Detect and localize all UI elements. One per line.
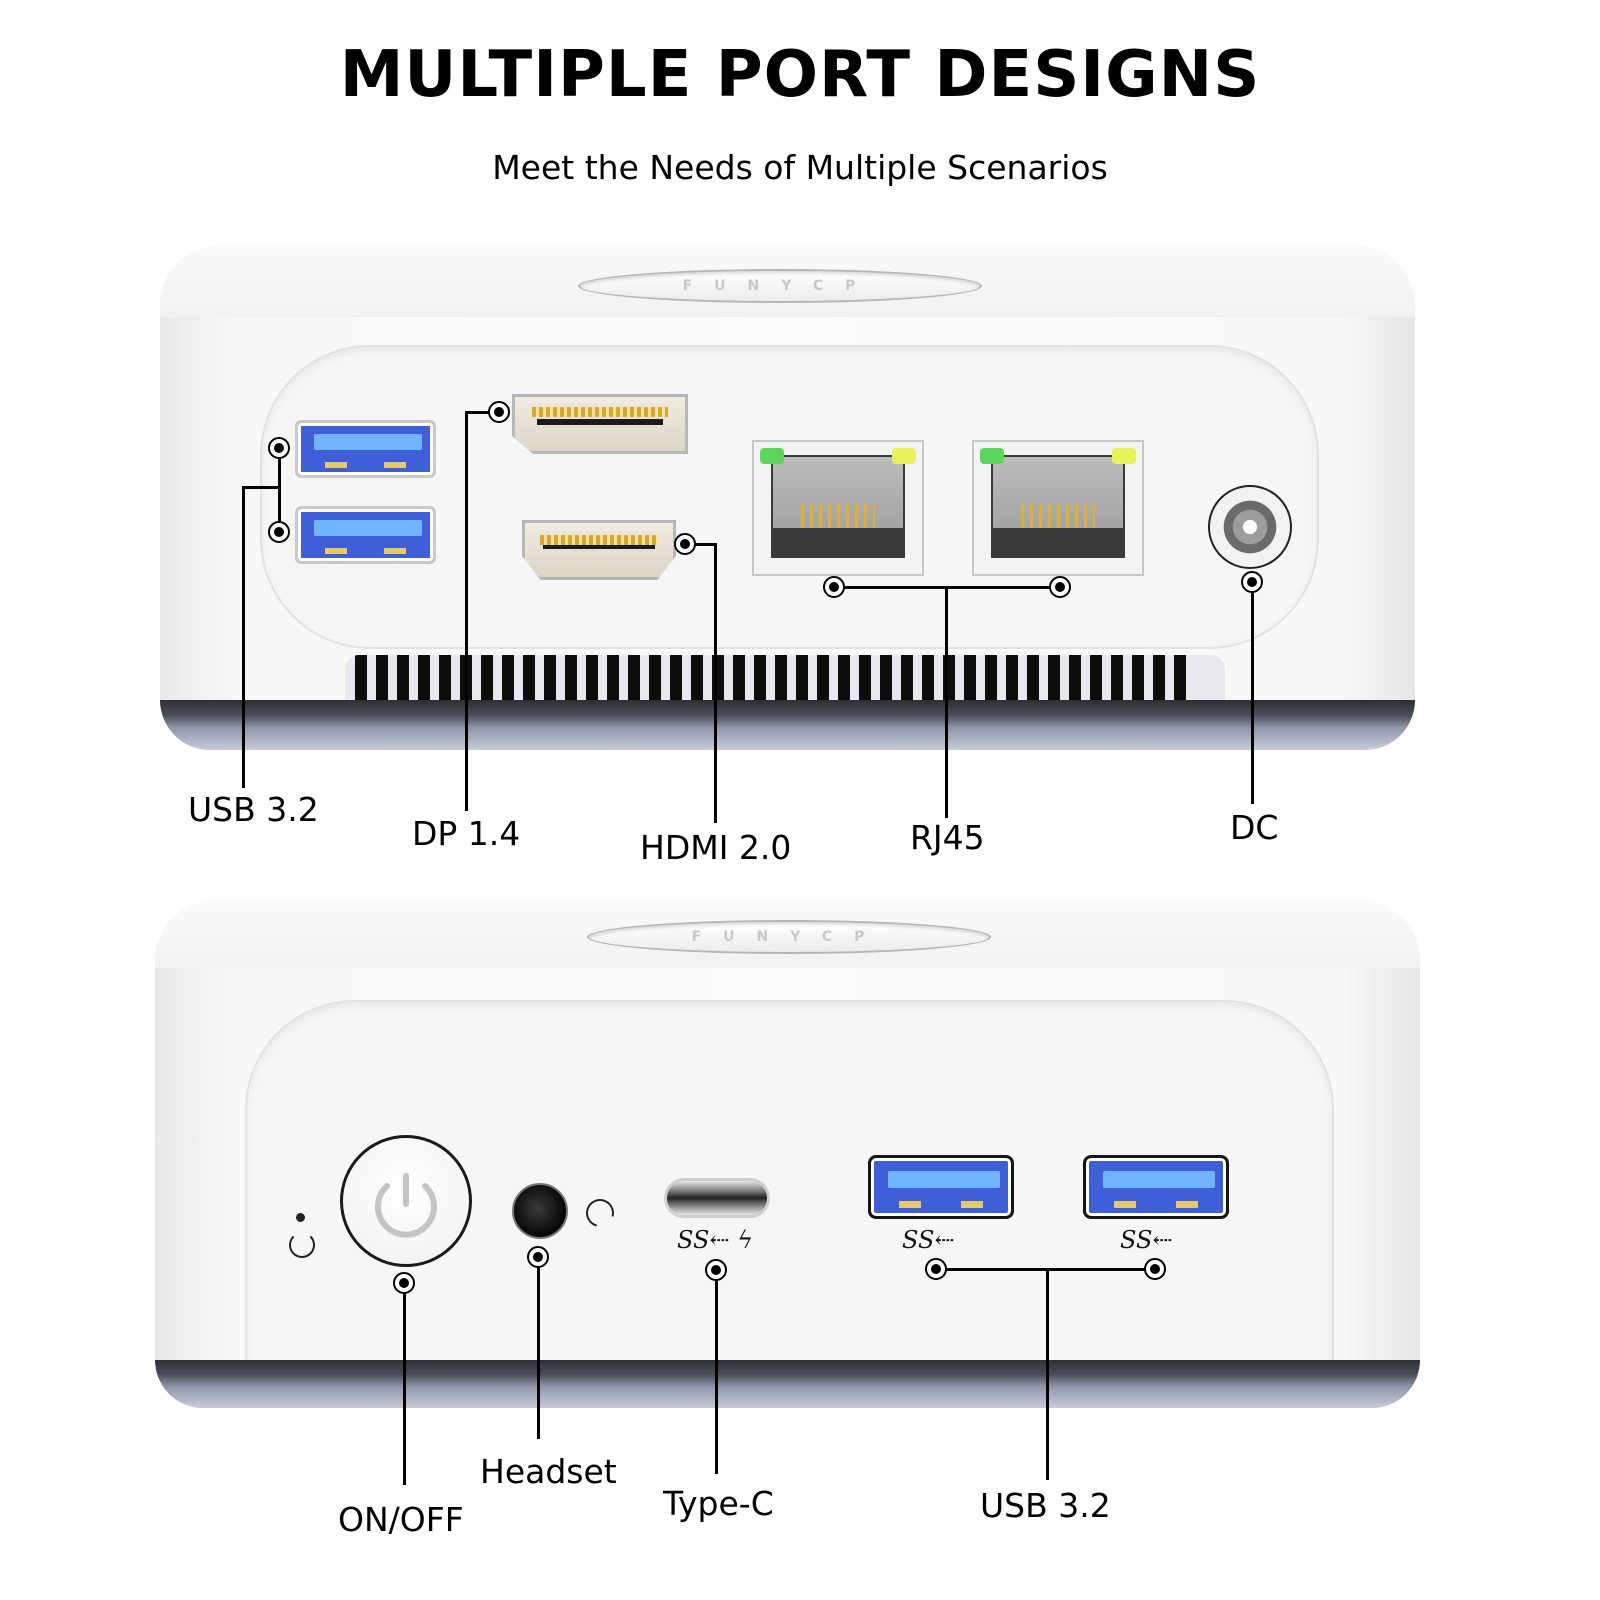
label-type-c: Type-C [663,1484,774,1523]
label-dp: DP 1.4 [412,814,521,853]
displayport-port[interactable] [512,394,688,454]
label-rj45: RJ45 [910,818,985,857]
callout-line [715,1280,718,1474]
callout-line [465,411,490,414]
label-on-off: ON/OFF [338,1500,464,1539]
callout-dot [705,1259,727,1281]
dc-power-jack[interactable] [1208,485,1292,569]
callout-line [465,411,468,811]
headset-jack[interactable] [512,1183,568,1239]
power-indicator-icon [289,1232,315,1258]
callout-line [1251,592,1254,804]
rear-usb-port-2[interactable] [295,506,436,564]
brand-logo: FUNYCP [578,269,982,303]
front-device: FUNYCP [155,900,1420,1410]
activity-led-icon [892,448,916,464]
callout-dot [823,576,845,598]
callout-dot [674,533,696,555]
front-usb-port-2[interactable] [1083,1155,1229,1219]
rj45-port-1[interactable] [752,440,924,576]
callout-line [714,543,717,823]
brand-logo: FUNYCP [587,920,991,954]
callout-dot [1144,1258,1166,1280]
callout-dot [527,1246,549,1268]
callout-line [242,486,245,788]
callout-dot [268,437,290,459]
callout-line [278,459,281,523]
callout-dot [925,1258,947,1280]
link-led-icon [980,448,1004,464]
usb-c-port[interactable] [664,1178,770,1218]
callout-line [945,586,948,818]
page-subtitle: Meet the Needs of Multiple Scenarios [492,148,1108,187]
callout-dot [1241,571,1263,593]
rear-device-base [160,700,1415,750]
power-icon [375,1173,437,1238]
superspeed-usb-power-icon: SS⇠ ϟ [677,1226,754,1254]
rj45-port-2[interactable] [972,440,1144,576]
front-usb-port-1[interactable] [868,1155,1014,1219]
callout-dot [393,1272,415,1294]
callout-line [694,543,716,546]
hdmi-port[interactable] [522,520,676,580]
label-hdmi: HDMI 2.0 [640,828,792,867]
power-button[interactable] [340,1135,472,1267]
callout-dot [488,401,510,423]
activity-led-icon [1112,448,1136,464]
callout-line [242,486,280,489]
callout-line [945,1268,1146,1271]
link-led-icon [760,448,784,464]
label-usb-rear: USB 3.2 [188,790,319,829]
superspeed-usb-icon: SS⇠ [1120,1226,1173,1254]
callout-line [1046,1268,1049,1480]
callout-dot [268,521,290,543]
label-usb-front: USB 3.2 [980,1486,1111,1525]
label-headset: Headset [480,1452,617,1491]
front-device-base [155,1360,1420,1408]
rear-usb-port-1[interactable] [295,420,436,478]
page-title: MULTIPLE PORT DESIGNS [339,38,1261,112]
label-dc: DC [1230,808,1279,847]
callout-line [537,1267,540,1439]
callout-line [403,1293,406,1485]
callout-dot [1049,576,1071,598]
power-led-icon [296,1213,305,1222]
superspeed-usb-icon: SS⇠ [902,1226,955,1254]
